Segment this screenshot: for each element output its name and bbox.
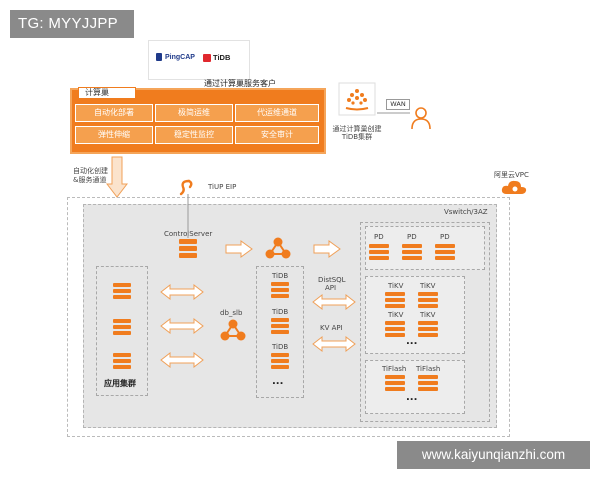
tidb-ellipsis: ... — [272, 376, 284, 387]
slb-hub-icon — [220, 319, 246, 341]
auto-create-label-1: 自动化创建 — [73, 167, 108, 175]
tiup-connector — [187, 194, 189, 238]
cell-simple-ops: 极简运维 — [155, 104, 233, 122]
wan-line — [377, 112, 410, 114]
tikv-ellipsis: ... — [406, 336, 418, 347]
client-create-label-2: TiDB集群 — [341, 133, 373, 141]
vswitch-label: Vswitch/3AZ — [444, 208, 488, 216]
compute-nest-title: 计算巢 — [78, 87, 136, 99]
vpc-boundary — [67, 197, 510, 437]
tiup-icon — [179, 179, 193, 196]
double-arrow-icon — [312, 294, 356, 310]
cell-elastic-scaling: 弹性伸缩 — [75, 126, 153, 144]
tikv-box — [365, 276, 465, 354]
pd-label-1: PD — [374, 233, 384, 241]
person-icon — [411, 107, 431, 130]
tidb-label-1: TiDB — [272, 272, 289, 280]
tikv-servers-1 — [385, 292, 438, 308]
server-icon — [113, 353, 131, 369]
pingcap-logo-text: PingCAP — [165, 54, 195, 61]
tikv-label-1: TiKV — [388, 282, 404, 290]
aliyun-vpc-label: 阿里云VPC — [494, 171, 529, 179]
tidb-logo-icon — [203, 54, 211, 62]
server-icon — [113, 319, 131, 335]
cell-ops-channel: 代运维通道 — [235, 104, 319, 122]
tiflash-servers — [385, 375, 438, 391]
kv-api-label: KV API — [320, 324, 343, 332]
right-arrow-icon — [225, 240, 253, 258]
tikv-label-4: TiKV — [420, 311, 436, 319]
db-slb-label: db_slb — [220, 309, 243, 317]
cell-auto-deploy: 自动化部署 — [75, 104, 153, 122]
pingcap-logo: PingCAP — [156, 53, 195, 61]
client-label: 通过计算巢服务客户 — [204, 79, 276, 88]
double-arrow-icon — [160, 318, 204, 334]
tiflash-label-1: TiFlash — [382, 365, 407, 373]
pd-servers — [369, 244, 455, 260]
tiup-eip-label: TiUP EIP — [208, 183, 237, 191]
tikv-label-2: TiKV — [420, 282, 436, 290]
app-cluster-label: 应用集群 — [104, 379, 136, 388]
client-create-label-1: 通过计算巢创建 — [332, 125, 382, 133]
server-icon — [271, 282, 289, 298]
server-icon — [271, 318, 289, 334]
pd-label-2: PD — [407, 233, 417, 241]
tikv-label-3: TiKV — [388, 311, 404, 319]
tidb-label-3: TiDB — [272, 343, 289, 351]
tikv-servers-2 — [385, 321, 438, 337]
right-arrow-icon-2 — [313, 240, 341, 258]
tiflash-label-2: TiFlash — [416, 365, 441, 373]
server-icon — [271, 353, 289, 369]
cloud-icon — [501, 180, 527, 194]
cell-stability-monitor: 稳定性监控 — [155, 126, 233, 144]
auto-create-label-2: &服务通道 — [73, 176, 107, 184]
alibaba-cloud-logo — [338, 82, 376, 116]
server-icon — [113, 283, 131, 299]
distsql-label-1: DistSQL — [318, 276, 346, 284]
double-arrow-icon — [160, 352, 204, 368]
control-server-icon — [179, 239, 197, 258]
double-arrow-icon — [312, 336, 356, 352]
wan-label: WAN — [386, 99, 410, 110]
watermark-top: TG: MYYJJPP — [10, 10, 134, 38]
pingcap-logo-icon — [156, 53, 162, 61]
double-arrow-icon — [160, 284, 204, 300]
watermark-bottom: www.kaiyunqianzhi.com — [397, 441, 590, 469]
down-arrow-icon — [106, 156, 128, 198]
tiflash-box — [365, 360, 465, 414]
cell-security-audit: 安全审计 — [235, 126, 319, 144]
tiflash-ellipsis: ... — [406, 392, 418, 403]
pd-label-3: PD — [440, 233, 450, 241]
tidb-label-2: TiDB — [272, 308, 289, 316]
tidb-logo-text: TiDB — [213, 53, 231, 62]
hub-icon — [265, 237, 291, 259]
distsql-label-2: API — [325, 284, 337, 292]
logo-card: PingCAP TiDB — [148, 40, 250, 80]
